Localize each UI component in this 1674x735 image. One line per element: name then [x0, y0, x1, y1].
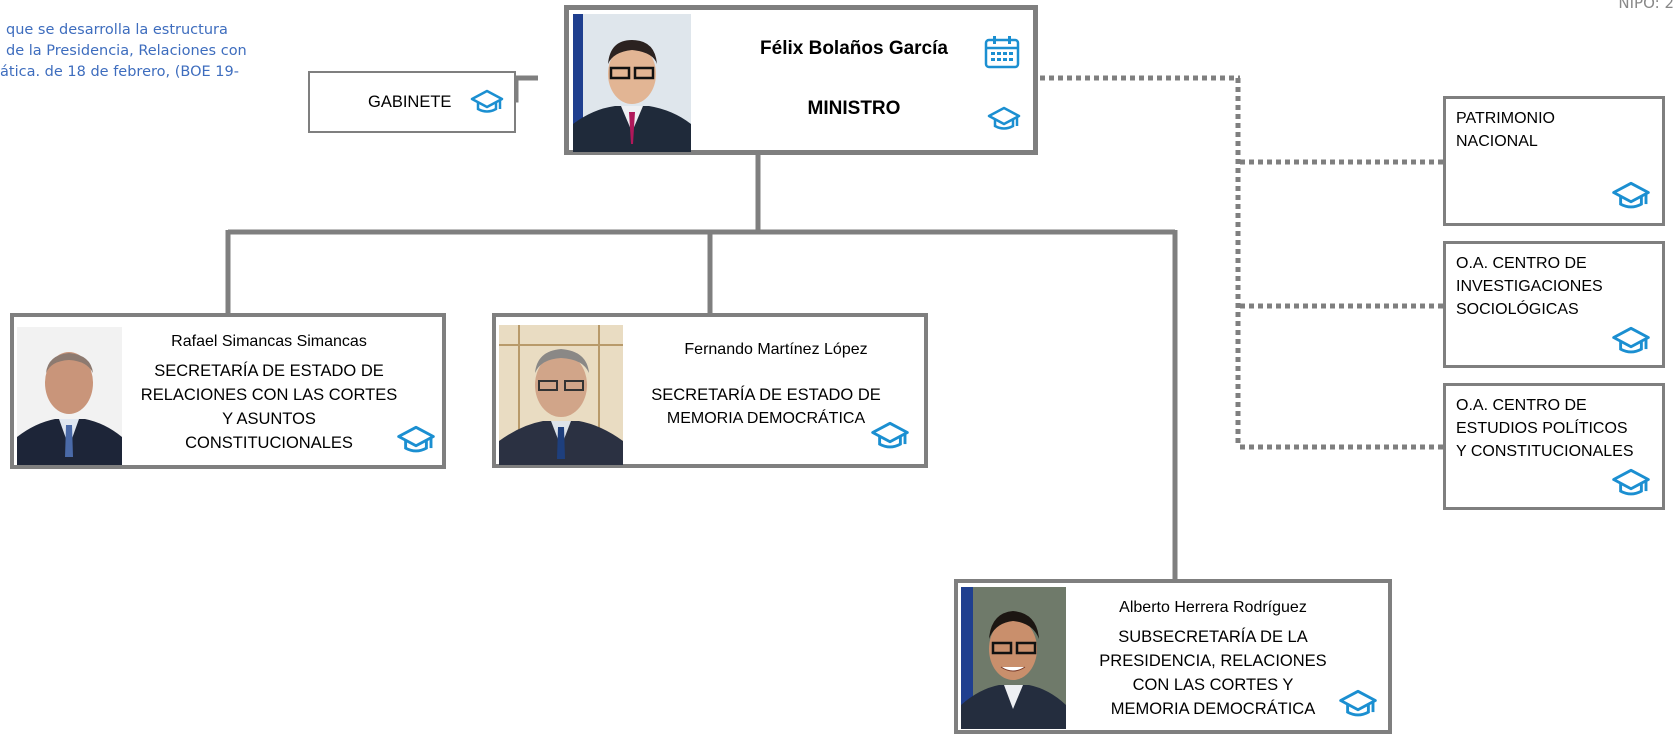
minister-role: MINISTRO	[807, 98, 901, 119]
graduation-cap-icon[interactable]	[870, 421, 910, 451]
organismo-line: PATRIMONIO	[1456, 110, 1555, 127]
minister-photo	[573, 14, 691, 152]
note-line: de la Presidencia, Relaciones con	[6, 43, 247, 59]
subsecretaria-name: Alberto Herrera Rodríguez	[1119, 599, 1307, 616]
role-line: CON LAS CORTES Y	[1132, 676, 1294, 694]
role-line: MEMORIA DEMOCRÁTICA	[1110, 700, 1316, 718]
secretaria-memoria-democratica-box[interactable]: Fernando Martínez López SECRETARÍA DE ES…	[492, 313, 928, 468]
calendar-icon[interactable]	[984, 35, 1020, 69]
organismo-patrimonio-nacional-box[interactable]: PATRIMONIO NACIONAL	[1443, 96, 1665, 226]
nipo-code: NIPO: 2	[1618, 0, 1674, 12]
organismo-cepc-box[interactable]: O.A. CENTRO DE ESTUDIOS POLÍTICOS Y CONS…	[1443, 383, 1665, 510]
secretaria-2-photo	[499, 325, 623, 465]
graduation-cap-icon[interactable]	[1611, 326, 1651, 356]
note-line: ática. de 18 de febrero, (BOE 19-	[0, 64, 239, 80]
organismo-cis-box[interactable]: O.A. CENTRO DE INVESTIGACIONES SOCIOLÓGI…	[1443, 241, 1665, 368]
graduation-cap-icon[interactable]	[1611, 181, 1651, 211]
organismo-line: INVESTIGACIONES	[1456, 278, 1603, 295]
role-line: Y ASUNTOS	[222, 410, 316, 428]
graduation-cap-icon[interactable]	[1611, 468, 1651, 498]
secretaria-2-role: SECRETARÍA DE ESTADO DE MEMORIA DEMOCRÁT…	[631, 383, 901, 431]
organismo-3-label: O.A. CENTRO DE ESTUDIOS POLÍTICOS Y CONS…	[1456, 394, 1634, 460]
organismo-line: NACIONAL	[1456, 133, 1538, 150]
secretaria-1-name: Rafael Simancas Simancas	[171, 333, 367, 350]
subsecretaria-photo	[961, 587, 1066, 729]
role-line: SECRETARÍA DE ESTADO DE	[154, 362, 384, 380]
role-line: PRESIDENCIA, RELACIONES	[1099, 652, 1327, 670]
decree-note: que se desarrolla la estructura de la Pr…	[0, 20, 300, 83]
subsecretaria-box[interactable]: Alberto Herrera Rodríguez SUBSECRETARÍA …	[954, 579, 1392, 734]
secretaria-1-photo	[17, 327, 122, 465]
minister-name: Félix Bolaños García	[760, 38, 948, 59]
organismo-line: ESTUDIOS POLÍTICOS	[1456, 420, 1628, 437]
role-line: MEMORIA DEMOCRÁTICA	[666, 410, 866, 427]
organismo-2-label: O.A. CENTRO DE INVESTIGACIONES SOCIOLÓGI…	[1456, 252, 1603, 321]
note-line: que se desarrolla la estructura	[6, 22, 228, 38]
graduation-cap-icon[interactable]	[470, 89, 504, 115]
secretaria-1-role: SECRETARÍA DE ESTADO DE RELACIONES CON L…	[129, 359, 409, 455]
gabinete-box[interactable]: GABINETE	[308, 71, 516, 133]
organismo-1-label: PATRIMONIO NACIONAL	[1456, 107, 1555, 153]
subsecretaria-role: SUBSECRETARÍA DE LA PRESIDENCIA, RELACIO…	[1073, 625, 1353, 721]
graduation-cap-icon[interactable]	[1338, 689, 1378, 719]
organismo-line: O.A. CENTRO DE	[1456, 397, 1587, 414]
role-line: CONSTITUCIONALES	[185, 434, 353, 452]
minister-box[interactable]: Félix Bolaños García MINISTRO	[564, 5, 1038, 155]
graduation-cap-icon[interactable]	[987, 106, 1021, 132]
organismo-line: SOCIOLÓGICAS	[1456, 301, 1579, 318]
secretaria-2-name: Fernando Martínez López	[684, 341, 868, 358]
role-line: SUBSECRETARÍA DE LA	[1118, 628, 1308, 646]
secretaria-relaciones-cortes-box[interactable]: Rafael Simancas Simancas SECRETARÍA DE E…	[10, 313, 446, 469]
role-line: SECRETARÍA DE ESTADO DE	[651, 386, 881, 404]
organismo-line: Y CONSTITUCIONALES	[1456, 443, 1634, 460]
graduation-cap-icon[interactable]	[396, 425, 436, 455]
organismo-line: O.A. CENTRO DE	[1456, 255, 1587, 272]
gabinete-label: GABINETE	[368, 93, 452, 111]
role-line: RELACIONES CON LAS CORTES	[140, 386, 398, 404]
